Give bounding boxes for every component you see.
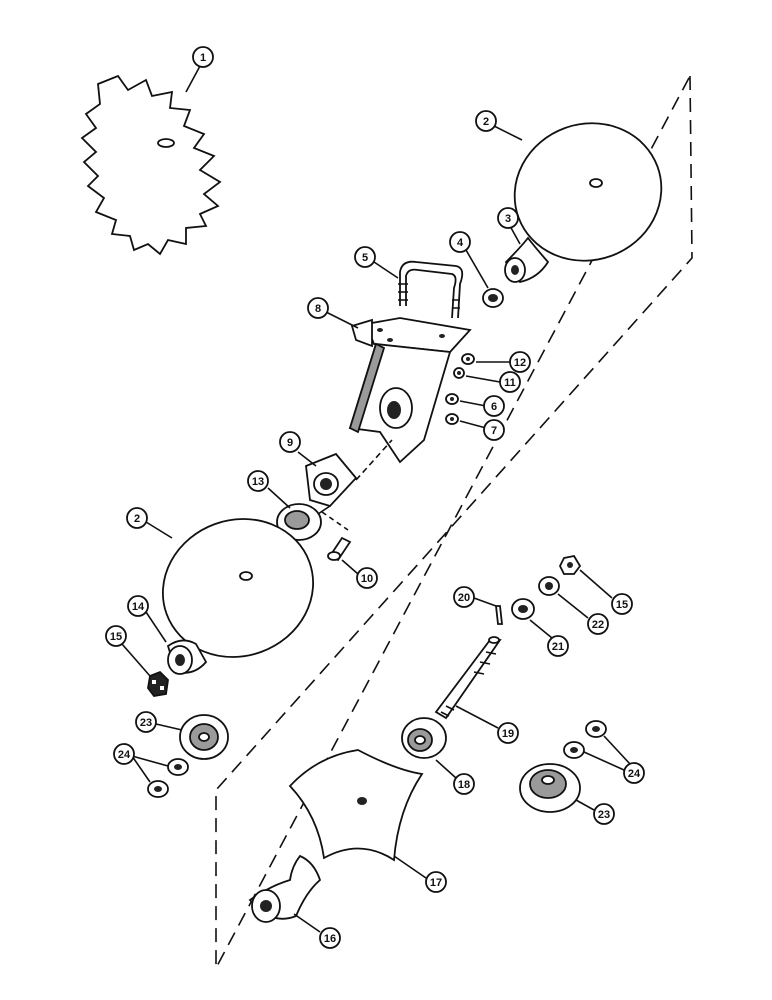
callout-11: 11 <box>499 371 521 393</box>
spool-16 <box>248 854 322 923</box>
plain-disc-lower <box>161 518 315 658</box>
svg-text:16: 16 <box>324 933 336 945</box>
callout-19: 19 <box>497 722 519 744</box>
castle-nut-15-left <box>147 670 169 697</box>
callout-22: 22 <box>587 613 609 635</box>
callout-17: 17 <box>425 871 447 893</box>
callout-24-right: 24 <box>623 762 645 784</box>
washer-22 <box>538 576 560 596</box>
callout-labels: 1 2 3 4 5 8 12 11 6 7 9 13 2 10 14 15 20… <box>105 46 645 949</box>
svg-text:17: 17 <box>430 877 442 889</box>
svg-text:24: 24 <box>118 749 131 761</box>
nut-12 <box>461 353 475 365</box>
axle-shaft-19 <box>434 636 502 720</box>
svg-text:10: 10 <box>361 573 373 585</box>
cotter-pin-20 <box>494 605 504 625</box>
nut-7 <box>445 413 459 425</box>
castle-nut-15-right <box>558 554 582 575</box>
svg-text:5: 5 <box>362 252 368 264</box>
callout-18: 18 <box>453 773 475 795</box>
bolt-10 <box>327 536 352 562</box>
svg-text:14: 14 <box>132 601 145 613</box>
callout-23-right: 23 <box>593 803 615 825</box>
callout-2-lower: 2 <box>126 507 148 529</box>
callout-8: 8 <box>307 297 329 319</box>
callout-15-right: 15 <box>611 593 633 615</box>
callout-20: 20 <box>453 586 475 608</box>
svg-text:20: 20 <box>458 592 470 604</box>
bushing-4 <box>482 288 504 308</box>
callout-4: 4 <box>449 231 471 253</box>
svg-text:13: 13 <box>252 476 264 488</box>
flange-bearing-9 <box>305 452 358 508</box>
svg-text:1: 1 <box>200 52 206 64</box>
svg-text:21: 21 <box>552 641 564 653</box>
callout-21: 21 <box>547 635 569 657</box>
callout-3: 3 <box>497 207 519 229</box>
washers-24-left <box>147 758 189 798</box>
svg-text:23: 23 <box>140 717 152 729</box>
callout-23-left: 23 <box>135 711 157 733</box>
callout-9: 9 <box>279 431 301 453</box>
callout-16: 16 <box>319 927 341 949</box>
u-bolt-5 <box>398 260 464 319</box>
callout-14: 14 <box>127 595 149 617</box>
callout-1: 1 <box>192 46 214 68</box>
spool-bearing-3 <box>504 236 550 283</box>
svg-text:4: 4 <box>457 237 464 249</box>
flanged-hub-18 <box>401 717 447 759</box>
callout-7: 7 <box>483 419 505 441</box>
svg-text:12: 12 <box>514 357 526 369</box>
nut-6 <box>445 393 459 405</box>
svg-text:6: 6 <box>491 401 497 413</box>
callout-24-left: 24 <box>113 743 135 765</box>
svg-text:19: 19 <box>502 728 514 740</box>
svg-text:7: 7 <box>491 425 497 437</box>
callout-6: 6 <box>483 395 505 417</box>
spacer-14 <box>166 639 208 675</box>
svg-text:2: 2 <box>483 116 489 128</box>
hanger-bracket-8 <box>348 317 472 464</box>
assembly-boundary-dashed-line <box>215 75 693 969</box>
callout-15-left: 15 <box>105 625 127 647</box>
callout-10: 10 <box>356 567 378 589</box>
svg-text:3: 3 <box>505 213 511 225</box>
hub-cup-23-right <box>519 763 581 813</box>
svg-text:2: 2 <box>134 513 140 525</box>
washer-21 <box>511 598 535 620</box>
svg-text:23: 23 <box>598 809 610 821</box>
callout-12: 12 <box>509 351 531 373</box>
notched-disc-blade <box>80 74 222 256</box>
scraper-plate-17 <box>288 749 424 862</box>
svg-text:11: 11 <box>504 377 516 389</box>
svg-text:8: 8 <box>315 303 321 315</box>
svg-text:22: 22 <box>592 619 604 631</box>
svg-text:15: 15 <box>616 599 628 611</box>
cup-washer-13 <box>276 503 331 541</box>
svg-text:18: 18 <box>458 779 470 791</box>
callout-13: 13 <box>247 470 269 492</box>
callout-2-upper: 2 <box>475 110 497 132</box>
svg-text:24: 24 <box>628 768 641 780</box>
hub-cup-23-left <box>179 714 229 760</box>
callout-5: 5 <box>354 246 376 268</box>
lock-washer-11 <box>453 367 465 379</box>
washers-24-right <box>563 720 607 759</box>
svg-text:9: 9 <box>287 437 293 449</box>
svg-text:15: 15 <box>110 631 122 643</box>
